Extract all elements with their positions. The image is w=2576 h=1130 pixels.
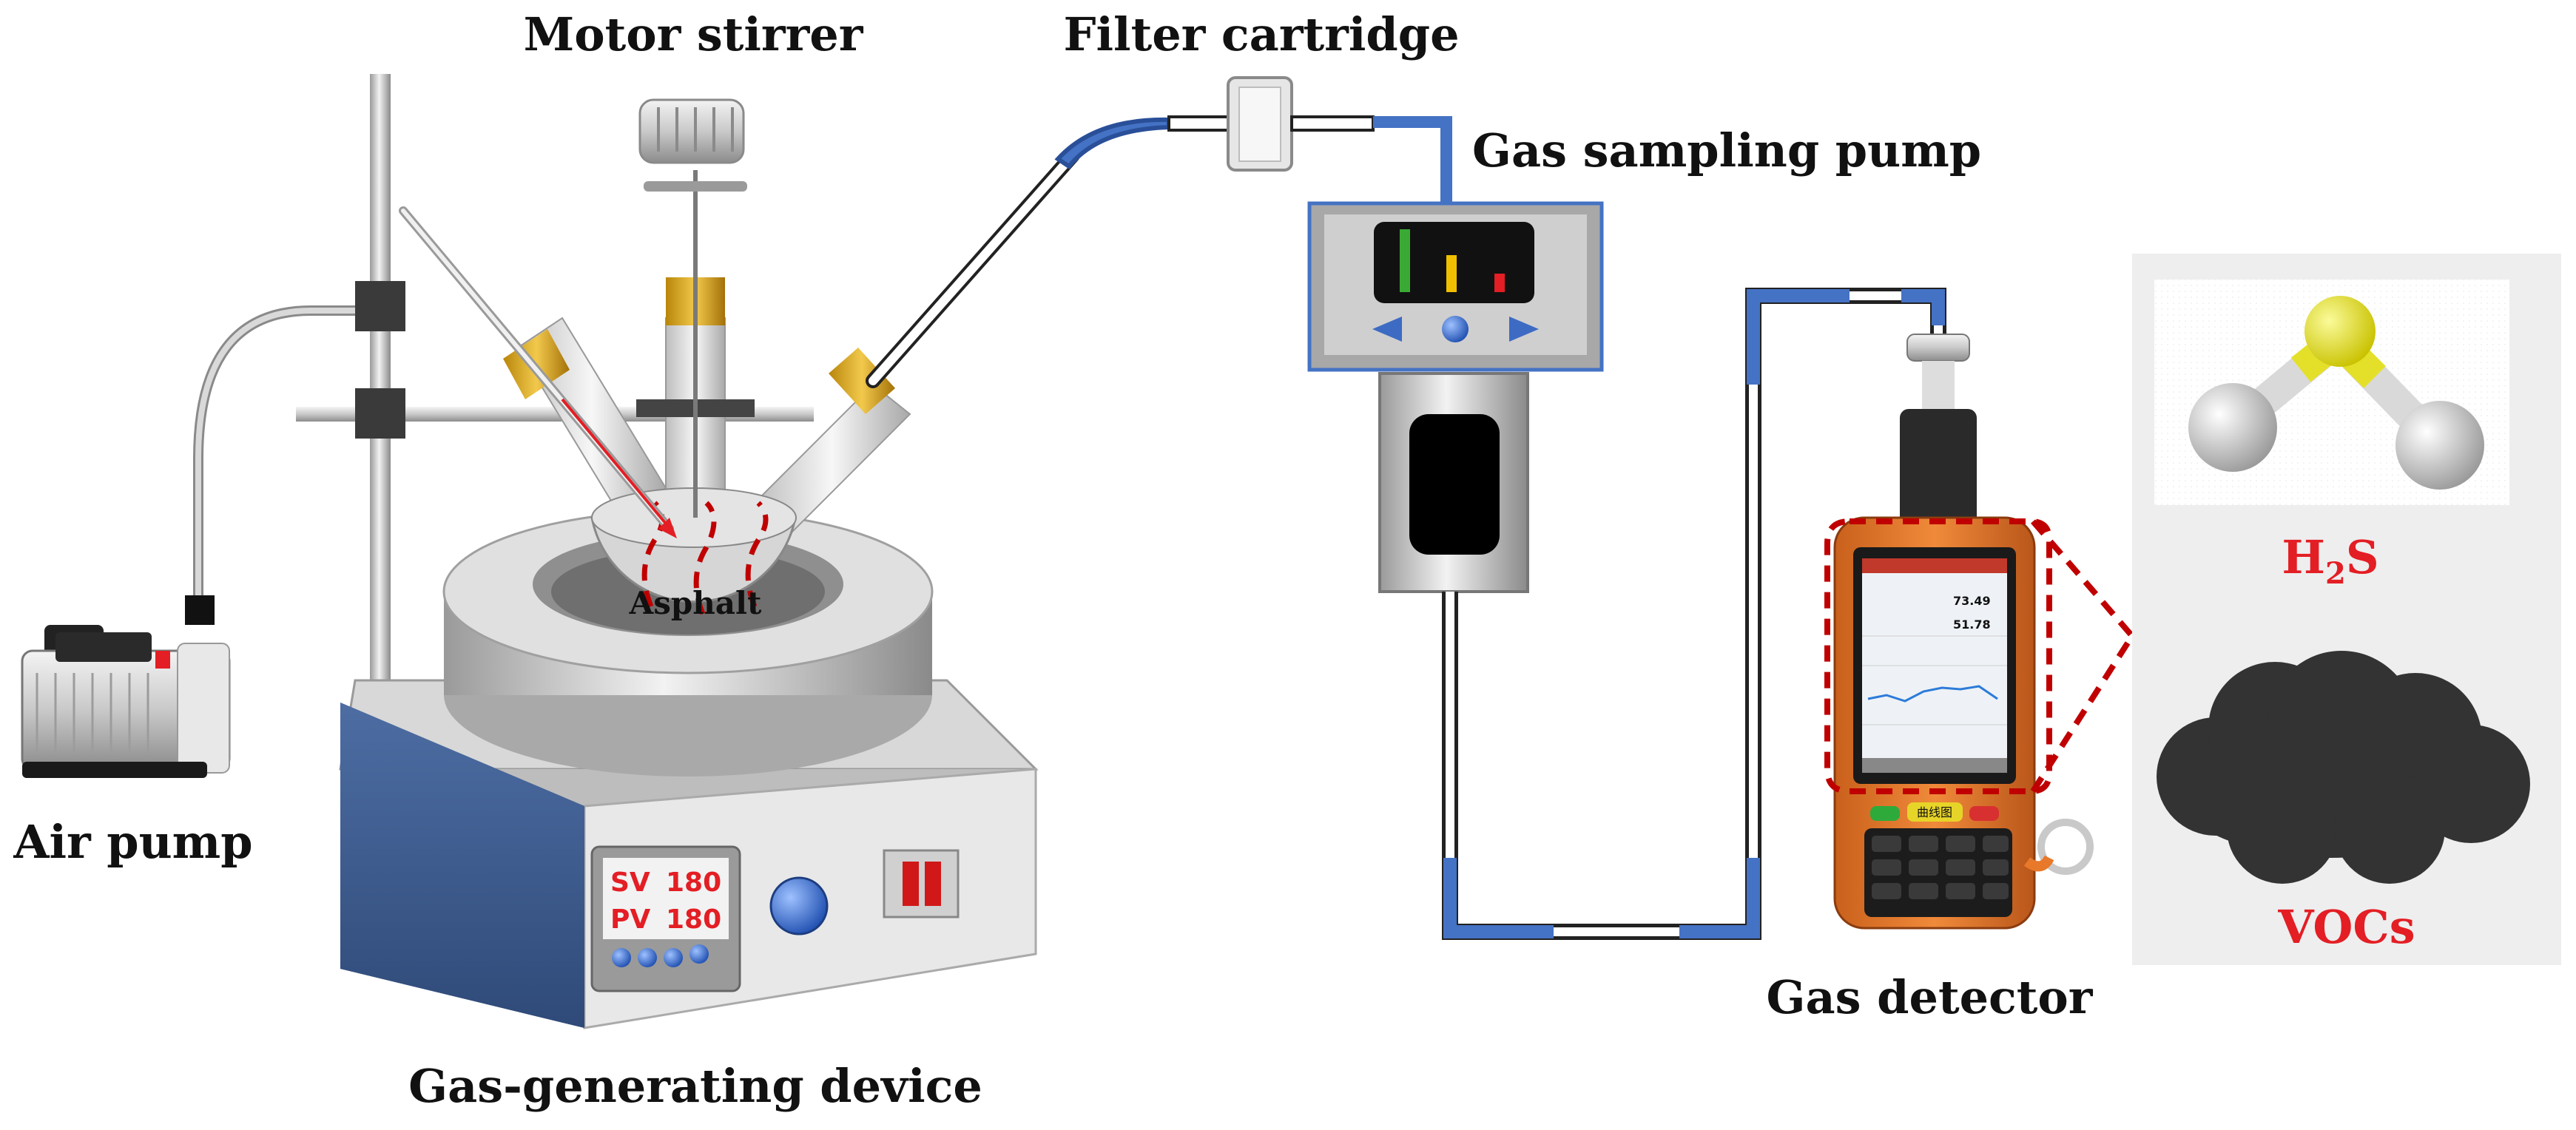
heater-pv-value: 180 bbox=[666, 904, 721, 935]
detector-reading-1: 73.49 bbox=[1953, 594, 1991, 608]
thermometer-icon bbox=[399, 206, 677, 538]
asphalt-label: Asphalt bbox=[629, 585, 762, 621]
outlet-tube bbox=[866, 115, 1237, 388]
gas-generating-device-label: Gas-generating device bbox=[408, 1059, 982, 1113]
vocs-label: VOCs bbox=[2277, 900, 2415, 954]
zoom-callout bbox=[1824, 518, 2135, 794]
heater-sv-value: 180 bbox=[666, 867, 721, 898]
gas-detector-label: Gas detector bbox=[1767, 970, 2094, 1024]
heater-pv-label: PV bbox=[610, 904, 650, 935]
air-pump-label: Air pump bbox=[13, 815, 252, 869]
voc-cloud-icon bbox=[2157, 651, 2530, 884]
tube-filter-to-pump bbox=[1373, 116, 1452, 203]
gas-detector-icon bbox=[1833, 334, 2094, 930]
h2s-molecule-icon bbox=[2154, 280, 2509, 505]
gas-sampling-pump-label: Gas sampling pump bbox=[1472, 124, 1981, 177]
detector-reading-2: 51.78 bbox=[1953, 618, 1991, 632]
stirrer-icon bbox=[638, 98, 747, 518]
filter-icon bbox=[1227, 76, 1375, 172]
motor-stirrer-label: Motor stirrer bbox=[524, 7, 864, 61]
filter-cartridge-label: Filter cartridge bbox=[1063, 7, 1459, 61]
sampling-pump-icon bbox=[1307, 201, 1604, 593]
h2s-label: H2S bbox=[2282, 530, 2378, 591]
detector-curve-button-label: 曲线图 bbox=[1917, 805, 1952, 819]
air-pump-icon bbox=[21, 305, 370, 778]
heater-sv-label: SV bbox=[610, 867, 650, 898]
tube-pump-to-detector bbox=[1442, 288, 1946, 940]
heater-buttons bbox=[612, 944, 709, 967]
heater-knob bbox=[769, 876, 829, 936]
